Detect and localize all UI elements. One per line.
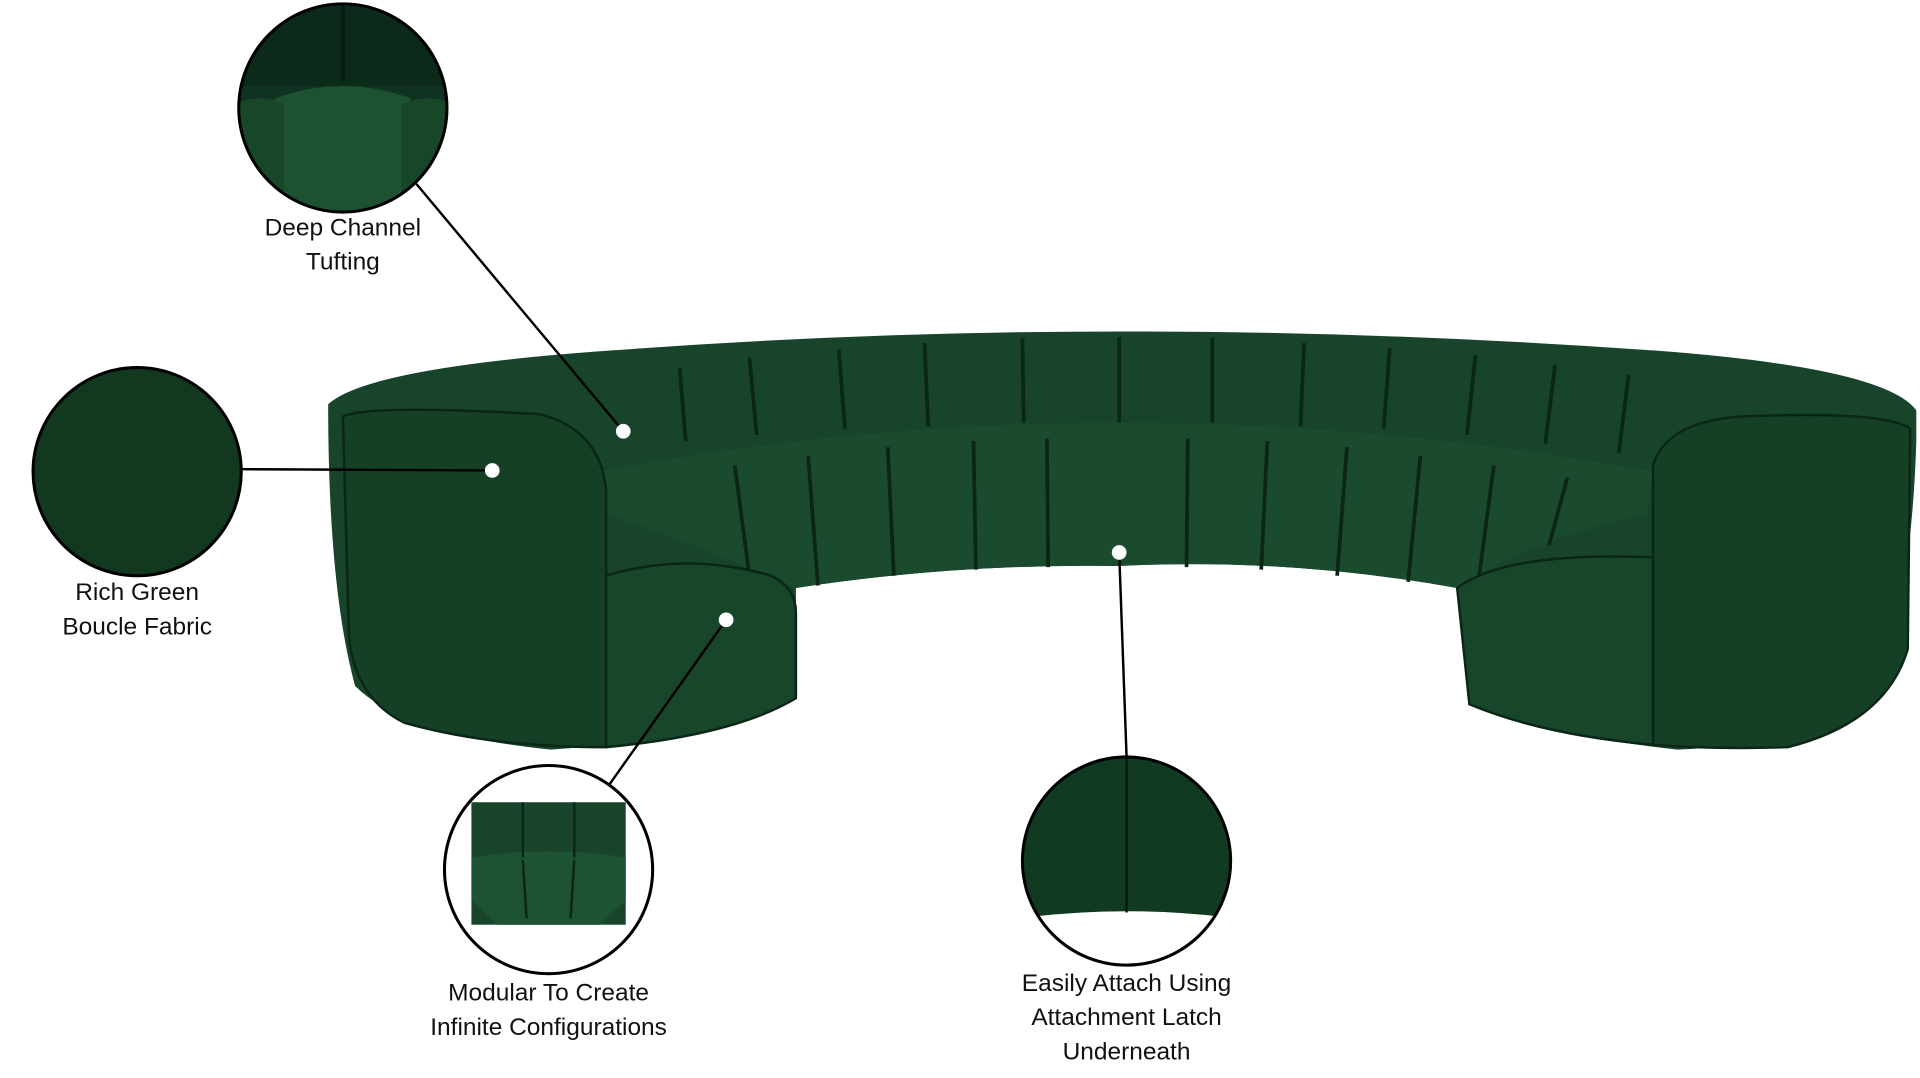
callout-label-line: Modular To Create [448, 980, 649, 1007]
left-arm-module [341, 408, 608, 749]
marker-dot [1111, 545, 1127, 560]
callout-rich-green-boucle-fabric: Rich Green Boucle Fabric [31, 366, 243, 641]
callout-label-line: Rich Green [75, 579, 199, 606]
callout-attachment-latch: Easily Attach Using Attachment Latch Und… [1020, 755, 1233, 1065]
sofa-seat [600, 422, 1654, 588]
callout-label-line: Infinite Configurations [430, 1014, 667, 1041]
callout-markers [484, 423, 1127, 628]
callout-leader-lines [242, 183, 1128, 785]
callout-label-line: Easily Attach Using [1022, 970, 1231, 997]
callout-modular-configurations: Modular To Create Infinite Configuration… [430, 764, 667, 1041]
callout-label-line: Deep Channel [265, 214, 421, 241]
right-arm-module [1651, 413, 1912, 750]
callout-label-line: Attachment Latch [1031, 1004, 1221, 1031]
callout-label-line: Underneath [1063, 1038, 1191, 1065]
callout-deep-channel-tufting: Deep Channel Tufting [237, 2, 449, 276]
marker-dot [484, 463, 500, 478]
callout-label-line: Tufting [306, 249, 380, 276]
channel-tufting [677, 336, 1631, 586]
marker-dot [718, 612, 734, 628]
sectional-sofa-image [328, 331, 1917, 750]
right-end-seat [1455, 555, 1655, 747]
callout-label-line: Boucle Fabric [62, 614, 212, 641]
marker-dot [615, 423, 631, 439]
